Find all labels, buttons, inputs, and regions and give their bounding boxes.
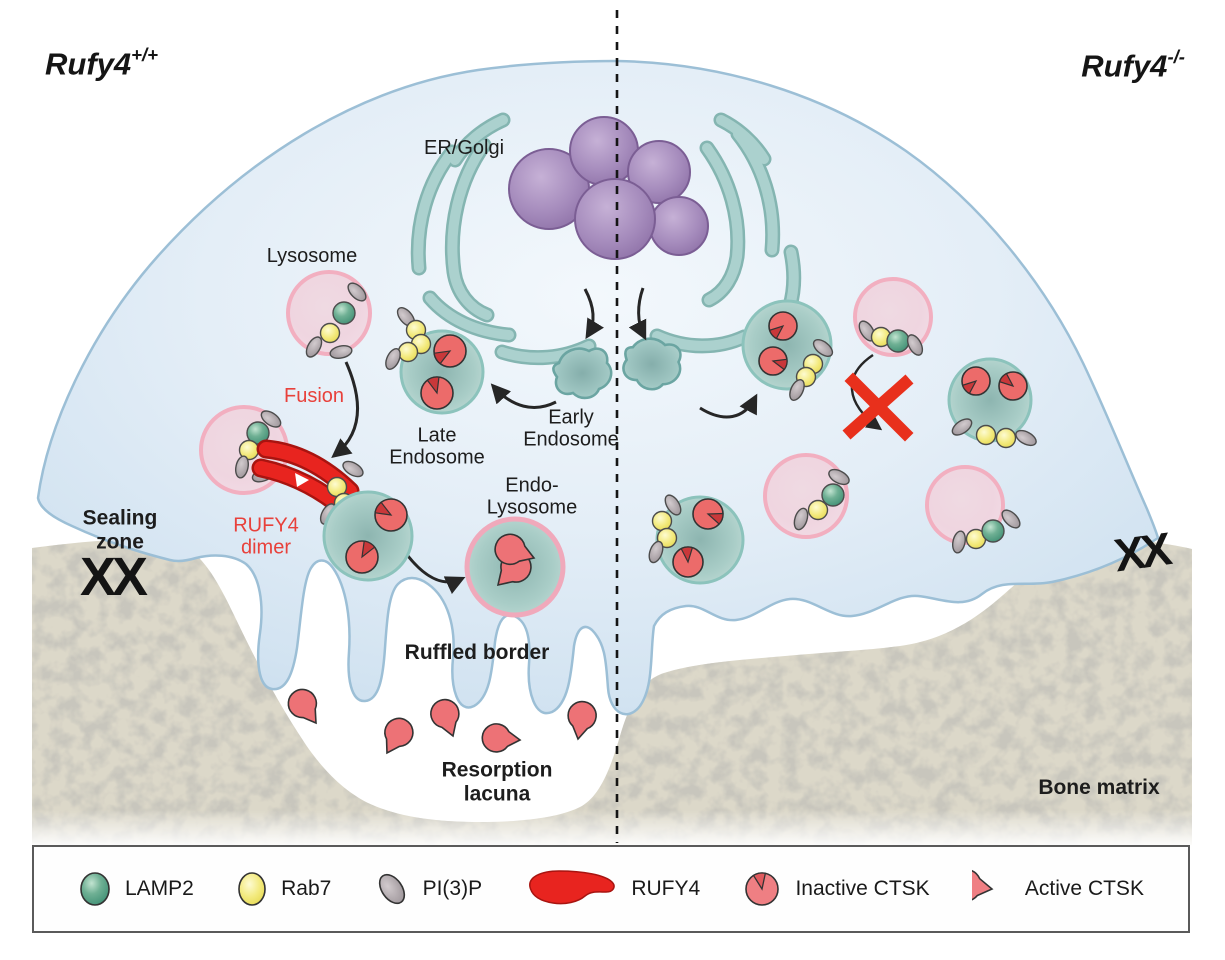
pi3p-icon	[378, 873, 405, 905]
legend-label-pi3p: PI(3)P	[422, 877, 483, 900]
genotype-left-label: Rufy4+/+	[45, 44, 159, 82]
lysosome-label: Lysosome	[266, 244, 358, 267]
ruffled-border-label: Ruffled border	[404, 641, 550, 665]
legend-item-active-ctsk: Active CTSK	[971, 869, 1144, 909]
late-endosome-fusing	[322, 490, 414, 582]
legend-label-rufy4: RUFY4	[631, 877, 701, 900]
early-endosome-label: Early Endosome	[523, 406, 619, 451]
legend-label-active-ctsk: Active CTSK	[1024, 877, 1144, 900]
fusion-label: Fusion	[283, 384, 345, 407]
legend-label-lamp2: LAMP2	[125, 877, 194, 900]
late-endosome-right-3	[648, 494, 745, 585]
late-endosome-label: Late Endosome	[389, 424, 485, 469]
secreted-ctsk	[287, 688, 597, 755]
legend-item-lamp2: LAMP2	[78, 870, 194, 908]
active-ctsk-icon	[971, 869, 994, 903]
lysosome-right-3	[925, 465, 1021, 554]
legend-item-inactive-ctsk: Inactive CTSK	[742, 869, 930, 909]
sealing-zone-label: Sealing zone	[82, 506, 158, 553]
bone-matrix-label: Bone matrix	[1038, 776, 1160, 800]
late-endosome-right-1	[741, 299, 834, 401]
rufy4-icon	[529, 870, 616, 905]
lysosome-right-2	[763, 453, 850, 539]
legend: LAMP2 Rab7 PI(3)P RUFY4 Inactive CTSK Ac	[32, 845, 1190, 933]
actin-ring-left-mark: XX	[79, 547, 148, 607]
actin-ring-right-mark: XX	[1110, 522, 1172, 582]
legend-item-pi3p: PI(3)P	[374, 869, 483, 909]
late-endosome-left	[385, 307, 485, 415]
endo-lysosome-label: Endo- Lysosome	[486, 474, 578, 519]
genotype-right-label: Rufy4-/-	[1081, 46, 1185, 84]
inactive-ctsk-icon	[745, 872, 780, 906]
late-endosome-right-2	[947, 357, 1037, 449]
endo-lysosome	[464, 516, 566, 618]
legend-item-rab7: Rab7	[236, 870, 331, 908]
resorption-lacuna-label: Resorption lacuna	[441, 758, 553, 805]
blocked-fusion-x	[842, 372, 914, 442]
rufy4-dimer-label: RUFY4 dimer	[233, 514, 299, 559]
legend-label-inactive-ctsk: Inactive CTSK	[795, 877, 930, 900]
bone-matrix-shape	[28, 539, 1196, 846]
lysosome-top-left	[286, 270, 372, 359]
nucleus-cluster	[508, 116, 709, 260]
rab7-icon	[238, 872, 266, 906]
legend-label-rab7: Rab7	[281, 877, 332, 900]
lamp2-icon	[80, 872, 110, 906]
legend-item-rufy4: RUFY4	[524, 867, 700, 911]
er-golgi-label: ER/Golgi	[423, 136, 505, 159]
lysosome-right-1	[853, 277, 933, 357]
